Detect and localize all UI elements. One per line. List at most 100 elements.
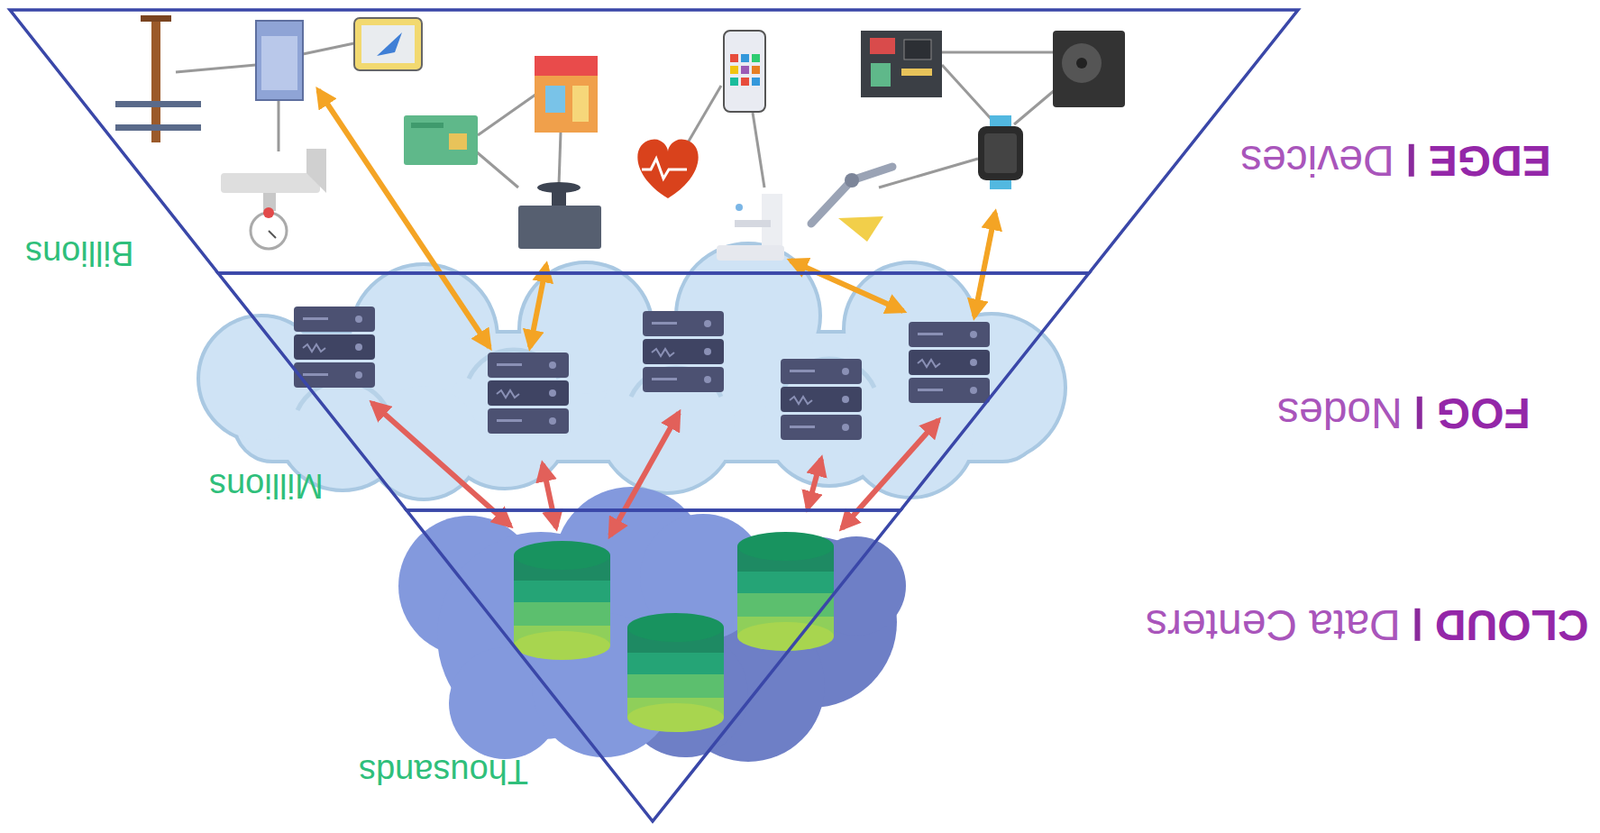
device-icon bbox=[860, 30, 942, 98]
band-outline bbox=[9, 9, 1299, 274]
layer-heading: FOGNodes bbox=[1277, 388, 1531, 437]
device-icon bbox=[740, 65, 750, 74]
device-icon bbox=[220, 173, 320, 193]
data-arrow bbox=[318, 90, 996, 348]
device-icon bbox=[115, 100, 202, 108]
layer-band: EDGE DevicesBillions bbox=[0, 9, 1600, 274]
device-icon bbox=[545, 85, 566, 113]
device-icon bbox=[1061, 43, 1102, 83]
device-link bbox=[941, 51, 1053, 55]
layer-kind: Devices bbox=[1240, 136, 1395, 184]
device-link bbox=[941, 64, 997, 125]
data-arrow bbox=[318, 90, 996, 536]
layer-band: CLOUD Data CentersThousands bbox=[0, 510, 1600, 822]
device-icon bbox=[261, 36, 298, 91]
device-icon bbox=[730, 65, 739, 74]
device-icon bbox=[723, 30, 766, 112]
device-link bbox=[175, 64, 256, 73]
data-center-database bbox=[513, 540, 611, 660]
fog-server bbox=[780, 358, 862, 440]
device-icon bbox=[869, 37, 896, 55]
device-link bbox=[477, 94, 536, 136]
separator-bar bbox=[1414, 607, 1420, 640]
data-arrow bbox=[841, 420, 939, 529]
device-icon bbox=[361, 25, 415, 64]
device-link bbox=[475, 151, 519, 188]
device-icon bbox=[740, 54, 750, 63]
separator-bar bbox=[1417, 395, 1423, 429]
device-icon bbox=[751, 65, 760, 74]
device-icon bbox=[740, 77, 750, 86]
data-arrow bbox=[530, 265, 547, 348]
device-link bbox=[752, 112, 765, 188]
device-icon bbox=[989, 115, 1012, 128]
device-icon bbox=[534, 55, 598, 76]
fog-cloud bbox=[200, 245, 1064, 498]
data-center-database bbox=[627, 612, 724, 732]
device-icon bbox=[901, 68, 933, 76]
device-icon bbox=[730, 54, 739, 63]
scale-label: Billions bbox=[25, 233, 134, 272]
device-icon bbox=[448, 133, 467, 150]
fog-server bbox=[293, 306, 375, 388]
layer-name: EDGE bbox=[1428, 136, 1552, 184]
device-icon bbox=[411, 122, 444, 128]
layer-name: CLOUD bbox=[1434, 600, 1589, 649]
device-icon bbox=[641, 158, 687, 179]
device-icon bbox=[1076, 57, 1088, 69]
data-arrow bbox=[318, 90, 490, 348]
device-link bbox=[302, 43, 355, 55]
device-icon bbox=[838, 216, 884, 242]
device-icon bbox=[518, 205, 602, 249]
device-icon bbox=[734, 219, 771, 228]
band-outline bbox=[218, 273, 1089, 511]
device-icon bbox=[403, 115, 478, 165]
fog-cloud bbox=[200, 245, 1064, 498]
data-arrow bbox=[372, 402, 939, 536]
device-link bbox=[558, 132, 561, 185]
device-icon bbox=[1052, 30, 1125, 108]
device-icon bbox=[904, 39, 932, 60]
device-icon bbox=[751, 77, 760, 86]
device-icon bbox=[537, 182, 581, 193]
device-icon bbox=[870, 63, 891, 87]
device-icon bbox=[751, 54, 760, 63]
fog-server bbox=[487, 352, 569, 434]
separator-bar bbox=[1408, 143, 1415, 176]
device-icon bbox=[306, 148, 327, 193]
layer-kind: Nodes bbox=[1277, 388, 1403, 437]
layer-heading: CLOUD Data Centers bbox=[1145, 600, 1589, 649]
data-center-cloud bbox=[398, 486, 767, 759]
band-outline bbox=[0, 510, 1600, 822]
device-icon bbox=[354, 18, 422, 71]
fog-server bbox=[293, 306, 990, 440]
device-icon bbox=[716, 245, 785, 261]
device-link bbox=[277, 100, 281, 152]
data-center-database bbox=[513, 531, 834, 732]
fog-server bbox=[908, 321, 990, 403]
fog-cloud bbox=[200, 245, 1064, 498]
device-icon bbox=[263, 207, 275, 219]
device-icon bbox=[115, 15, 1125, 261]
layer-kind: Data Centers bbox=[1145, 600, 1401, 649]
device-icon bbox=[761, 193, 783, 246]
data-arrow bbox=[372, 402, 511, 526]
layer-band: FOGNodesMillions bbox=[0, 273, 1600, 511]
device-icon bbox=[572, 85, 589, 122]
device-icon bbox=[115, 124, 202, 131]
device-icon bbox=[551, 191, 567, 206]
fog-server bbox=[642, 310, 724, 393]
device-icon bbox=[735, 203, 743, 211]
data-arrow bbox=[542, 464, 557, 528]
device-icon bbox=[978, 126, 1024, 181]
layer-heading: EDGE Devices bbox=[1240, 136, 1552, 184]
device-icon bbox=[984, 133, 1017, 174]
scale-label: Thousands bbox=[358, 751, 529, 790]
device-icon bbox=[844, 173, 860, 188]
device-icon bbox=[151, 15, 161, 143]
data-arrow bbox=[807, 458, 822, 509]
data-center-database bbox=[737, 531, 834, 651]
device-icon bbox=[637, 138, 698, 199]
device-icon bbox=[730, 77, 739, 86]
